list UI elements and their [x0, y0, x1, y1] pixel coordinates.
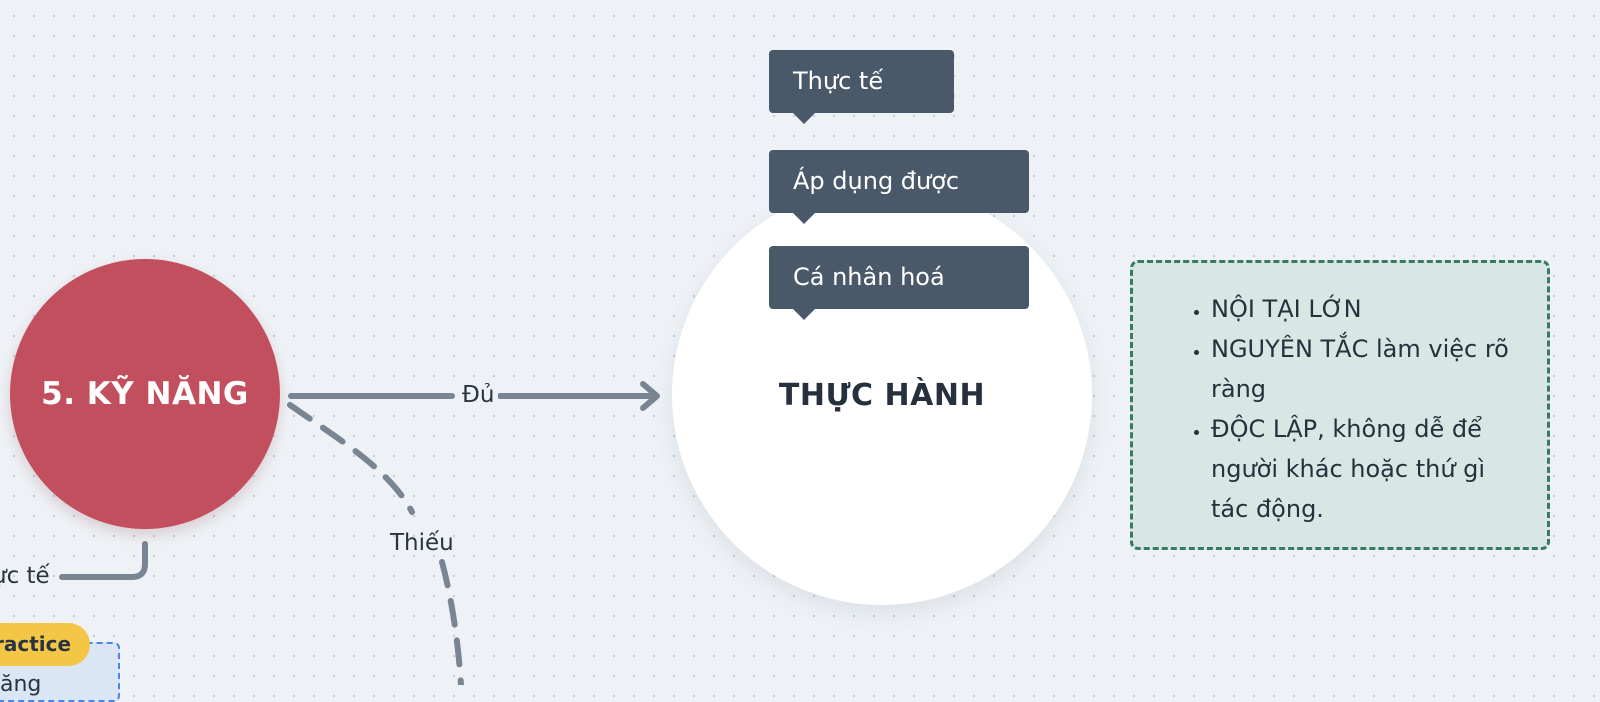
note-item: ĐỘC LẬP, không dễ để người khác hoặc thứ…: [1211, 409, 1519, 529]
note-box[interactable]: NỘI TẠI LỚN NGUYÊN TẮC làm việc rõ ràng …: [1130, 260, 1550, 550]
practice-tag-applicable[interactable]: Áp dụng được: [769, 150, 1029, 224]
edge-practical-label[interactable]: ực tế: [0, 563, 50, 589]
edge-lacking-label[interactable]: Thiếu: [390, 530, 454, 556]
skills-node[interactable]: 5. KỸ NĂNG: [10, 259, 280, 529]
connector-layer: [59, 381, 660, 685]
note-item: NGUYÊN TẮC làm việc rõ ràng: [1211, 329, 1519, 409]
edge-enough-arrowhead: [640, 381, 660, 411]
note-list: NỘI TẠI LỚN NGUYÊN TẮC làm việc rõ ràng …: [1177, 289, 1519, 529]
edge-enough-label[interactable]: Đủ: [458, 384, 499, 407]
edge-practical-line[interactable]: [59, 541, 148, 580]
practice-tag-personalized[interactable]: Cá nhân hoá: [769, 246, 1029, 320]
practice-tag-real[interactable]: Thực tế: [769, 50, 954, 124]
skills-node-label: 5. KỸ NĂNG: [41, 376, 249, 412]
edge-lacking-line-lower[interactable]: [439, 559, 464, 685]
edge-lacking-line[interactable]: [287, 402, 415, 515]
note-item: NỘI TẠI LỚN: [1211, 289, 1519, 329]
practice-badge[interactable]: ractice: [0, 623, 90, 666]
practice-node-label: THỰC HÀNH: [778, 377, 986, 413]
